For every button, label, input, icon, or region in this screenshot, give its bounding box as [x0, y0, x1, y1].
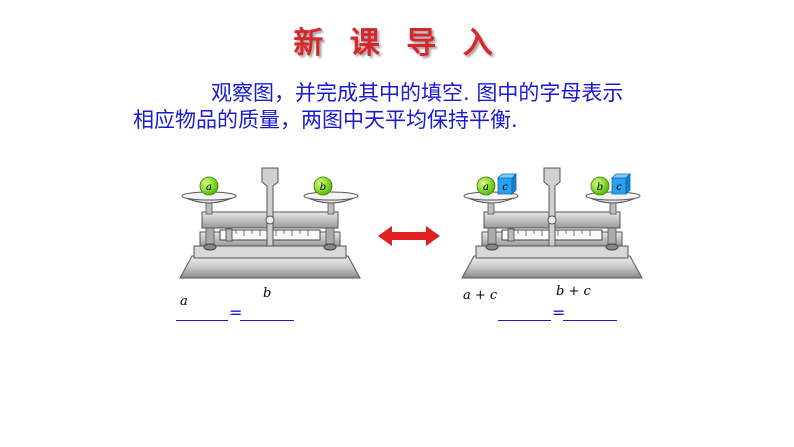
right-blank-1[interactable]	[498, 320, 551, 321]
green-ball-icon	[590, 176, 610, 196]
left-equals-sign: =	[229, 303, 243, 322]
left-scale-right-label: b	[263, 286, 272, 301]
right-scale-left-label: a + c	[463, 288, 498, 303]
blue-cube-icon	[611, 173, 631, 195]
double-arrow-icon	[378, 226, 440, 246]
svg-text:b: b	[320, 182, 326, 193]
green-ball-icon	[199, 176, 219, 196]
svg-text:c: c	[616, 182, 622, 193]
right-equals-sign: =	[552, 303, 566, 322]
page-title: 新 课 导 入	[293, 26, 501, 61]
instruction-line-1: 观察图，并完成其中的填空. 图中的字母表示	[211, 81, 624, 105]
svg-text:c: c	[502, 182, 508, 193]
svg-text:a: a	[483, 182, 489, 193]
right-blank-2[interactable]	[563, 320, 617, 321]
left-balance-scale-icon: a b	[179, 167, 361, 279]
instruction-line-2: 相应物品的质量，两图中天平均保持平衡.	[133, 108, 518, 132]
left-blank-1[interactable]	[176, 320, 228, 321]
right-balance-scale-icon: a c b c	[461, 167, 643, 279]
right-scale-right-label: b + c	[556, 284, 591, 299]
left-scale-left-label: a	[180, 294, 188, 309]
svg-text:b: b	[597, 182, 603, 193]
green-ball-icon	[313, 176, 333, 196]
left-blank-2[interactable]	[240, 320, 294, 321]
instruction-text: 观察图，并完成其中的填空. 图中的字母表示 相应物品的质量，两图中天平均保持平衡…	[133, 80, 693, 134]
green-ball-icon	[476, 176, 496, 196]
blue-cube-icon	[497, 173, 517, 195]
svg-text:a: a	[206, 182, 212, 193]
